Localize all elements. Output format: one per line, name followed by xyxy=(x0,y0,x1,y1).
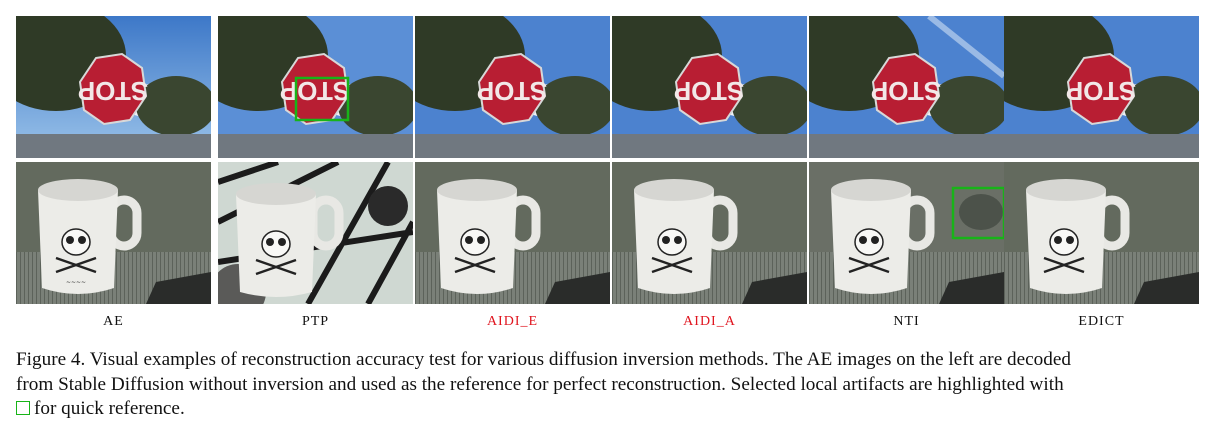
column-label-aidi-a: AIDI_A xyxy=(683,314,736,329)
stop-sign-image-nti: STOP xyxy=(809,16,1004,158)
caption-line-3: for quick reference. xyxy=(16,397,1196,422)
column-label-ptp: PTP xyxy=(301,314,330,329)
mug-image-ptp xyxy=(218,162,413,304)
caption-line-3-text: for quick reference. xyxy=(34,398,185,419)
column-label-nti: NTI xyxy=(893,314,920,329)
stop-sign-image-edict: STOP xyxy=(1004,16,1199,158)
mug-image-ae: ~~~~ xyxy=(16,162,211,304)
caption-line-1: Figure 4. Visual examples of reconstruct… xyxy=(16,349,1071,370)
svg-text:STOP: STOP xyxy=(1066,76,1136,106)
artifact-box xyxy=(294,76,350,122)
artifact-box xyxy=(951,186,1004,240)
image-grid: STOP STOP STOP xyxy=(16,16,1199,304)
stop-sign-image-aidi-e: STOP xyxy=(415,16,610,158)
stop-sign-image-ptp: STOP xyxy=(218,16,413,158)
svg-text:STOP: STOP xyxy=(871,76,941,106)
column-label-aidi-e: AIDI_E xyxy=(486,314,539,329)
stop-sign-image-ae: STOP xyxy=(16,16,211,158)
svg-text:~~~~: ~~~~ xyxy=(66,279,86,286)
mug-image-aidi-a xyxy=(612,162,807,304)
column-label-ae: AE xyxy=(103,314,124,329)
mug-image-edict xyxy=(1004,162,1199,304)
svg-text:STOP: STOP xyxy=(78,76,148,106)
stop-sign-image-aidi-a: STOP xyxy=(612,16,807,158)
svg-text:STOP: STOP xyxy=(477,76,547,106)
figure-caption: Figure 4. Visual examples of reconstruct… xyxy=(16,348,1196,422)
svg-text:STOP: STOP xyxy=(280,76,350,106)
mug-image-aidi-e xyxy=(415,162,610,304)
svg-text:STOP: STOP xyxy=(674,76,744,106)
caption-line-2: from Stable Diffusion without inversion … xyxy=(16,373,1064,395)
column-label-edict: EDICT xyxy=(1078,314,1125,329)
green-square-icon xyxy=(16,401,30,415)
mug-image-nti xyxy=(809,162,1004,304)
